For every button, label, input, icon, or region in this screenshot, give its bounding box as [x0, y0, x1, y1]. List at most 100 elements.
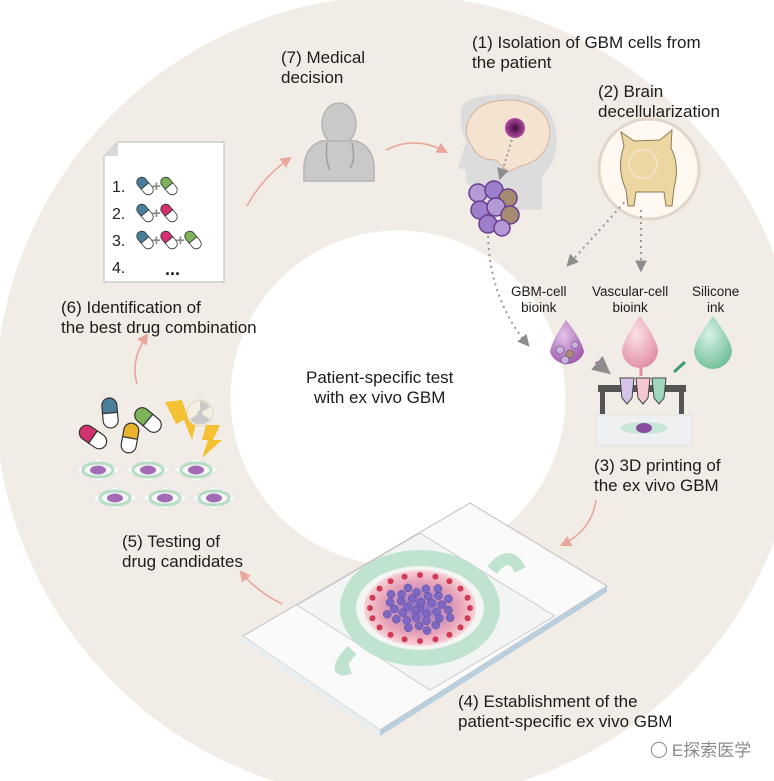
plus-icon: +	[176, 232, 185, 249]
test-pills	[78, 397, 162, 454]
step-3-line-1: (3) 3D printing of	[594, 456, 721, 475]
gbm-cell-cluster	[468, 180, 520, 237]
row-number: 4.	[112, 260, 125, 277]
bioprinter-icon	[595, 377, 693, 446]
pill-icon	[184, 230, 202, 250]
tumor-cell	[431, 620, 441, 630]
arrow-5-to-6	[134, 333, 149, 385]
pill-icon	[136, 203, 154, 223]
vascular-cell	[376, 624, 383, 631]
tumor-cell	[444, 605, 453, 615]
green-arrow	[672, 360, 687, 374]
step-7-label: (7) Medical decision	[281, 48, 365, 88]
tumor-cell	[427, 598, 436, 608]
drug-list-row: 3. + +	[112, 230, 202, 250]
vascular-cell	[457, 624, 464, 631]
pill-icon	[160, 230, 178, 250]
step-3-label: (3) 3D printing of the ex vivo GBM	[594, 456, 721, 496]
vascular-cell	[464, 615, 471, 622]
vascular-cell	[367, 605, 373, 611]
tumor-cell	[412, 588, 421, 597]
mini-chip	[188, 485, 240, 511]
tumor-cell	[422, 626, 432, 635]
vascular-cell	[401, 573, 408, 580]
tumor-cell	[422, 616, 431, 626]
step-5-line-2: drug candidates	[122, 552, 243, 571]
vascular-cell	[417, 572, 423, 578]
row-number: 3.	[112, 233, 125, 250]
step-2-label: (2) Brain decellularization	[598, 82, 720, 122]
tumor-cell	[437, 600, 447, 609]
center-label-line-2: with ex vivo GBM	[314, 388, 446, 407]
tumor-cell	[402, 616, 412, 625]
plus-icon: +	[152, 178, 161, 195]
tumor-cell	[421, 584, 431, 594]
vascular-cell	[369, 594, 376, 601]
ink-label-gbm-cell: GBM-cell bioink	[511, 284, 567, 316]
vascular-cell-bioink-drop	[622, 316, 658, 368]
ink-label-silicone: Silicone ink	[692, 284, 739, 316]
vascular-cell	[376, 585, 383, 592]
watermark: ◯ E探索医学	[650, 736, 751, 761]
pill-icon	[101, 397, 119, 429]
vascular-cell	[432, 636, 439, 643]
tumor-cell	[408, 594, 417, 603]
cycle-arrows	[134, 142, 597, 605]
vascular-cell	[387, 578, 394, 585]
step-4-line-1: (4) Establishment of the	[458, 692, 638, 711]
tumor-cell	[386, 589, 396, 599]
step-7-line-2: decision	[281, 68, 344, 87]
vascular-cell	[464, 594, 471, 601]
tumor-cell	[423, 592, 433, 601]
tumor-cell	[444, 594, 453, 604]
tumor-cell	[435, 614, 444, 623]
step-4-label: (4) Establishment of the patient-specifi…	[458, 692, 672, 732]
pill-icon	[136, 176, 154, 196]
vascular-cell	[457, 585, 464, 592]
watermark-text: E探索医学	[671, 741, 752, 760]
vascular-cell	[369, 615, 376, 622]
ink-label-line: bioink	[521, 300, 557, 315]
vascular-cell	[446, 631, 453, 638]
plus-icon: +	[152, 232, 161, 249]
purple-arrow	[591, 355, 611, 375]
step-2-line-1: (2) Brain	[598, 82, 664, 101]
pill-icon	[136, 230, 154, 250]
drug-list-row: 1.+	[112, 176, 178, 196]
pill-icon	[160, 203, 178, 223]
vascular-cell	[432, 573, 439, 580]
step-1-line-1: (1) Isolation of GBM cells from	[472, 33, 701, 52]
tumor-cell	[385, 598, 395, 607]
vascular-cells	[367, 572, 473, 644]
row-number: 2.	[112, 206, 125, 223]
silicone-ink-drop	[694, 316, 732, 369]
step-3-line-2: the ex vivo GBM	[594, 476, 719, 495]
tumor-cell	[404, 623, 413, 633]
radiation-icon	[186, 399, 214, 427]
mini-chip	[170, 457, 222, 483]
vascular-cell	[467, 605, 473, 611]
vascular-cell	[417, 638, 423, 644]
step-2-line-2: decellularization	[598, 102, 720, 121]
center-label: Patient-specific test with ex vivo GBM	[306, 368, 453, 408]
drug-list-row: 2.+	[112, 203, 178, 223]
tumor-cell	[414, 621, 424, 631]
vascular-cell	[401, 636, 408, 643]
arrow-3-to-4	[559, 499, 597, 547]
test-chip-array	[72, 457, 240, 511]
patient-head-brain-icon	[458, 94, 557, 237]
mini-chip	[122, 457, 174, 483]
drug-list: 1.+2.+3.++4....	[112, 176, 202, 279]
tumor-cell	[398, 608, 408, 618]
tumor-cell	[403, 583, 413, 593]
tumor-cell	[390, 604, 399, 614]
tumor-cell	[397, 589, 406, 599]
mini-chip	[89, 485, 141, 511]
chip-device-icon	[242, 502, 608, 736]
pill-icon	[160, 176, 178, 196]
tumor-cell	[392, 615, 401, 624]
ink-label-line: Vascular-cell	[592, 284, 669, 299]
step-6-line-1: (6) Identification of	[61, 298, 201, 317]
pill-icon	[134, 407, 162, 433]
